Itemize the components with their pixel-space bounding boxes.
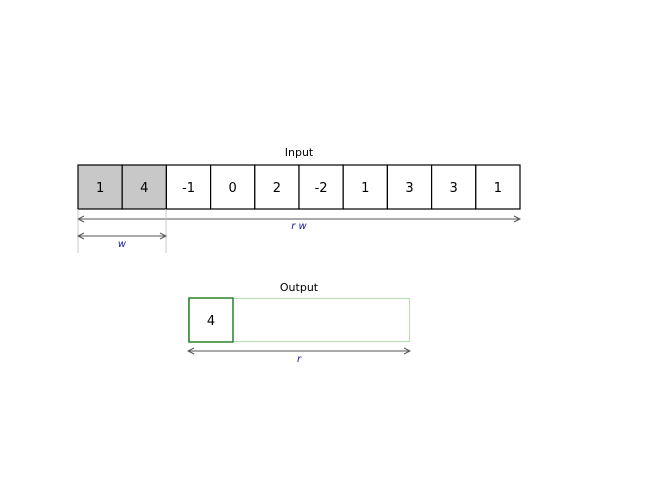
output-dimension-label: r: [297, 354, 302, 365]
window-dimension-label: w: [118, 239, 127, 250]
input-cell: 4: [121, 164, 167, 210]
input-cell-value: -1: [182, 181, 195, 196]
input-cell-value: 1: [361, 181, 369, 196]
input-cell: 1: [475, 164, 521, 210]
input-cell-value: 1: [96, 181, 104, 196]
input-cell: -2: [298, 164, 344, 210]
output-cell-value: 4: [207, 314, 215, 329]
input-array: 1 4 -1 0 2 -2 1 3 3 1: [77, 164, 521, 210]
input-cell-box: [342, 164, 389, 210]
input-cell-value: 1: [494, 181, 502, 196]
input-cell-value: 3: [405, 181, 413, 196]
input-cell: 3: [386, 164, 433, 210]
input-cell: 1: [342, 164, 389, 210]
input-cell: 0: [210, 164, 256, 210]
input-cell-box: [254, 164, 300, 210]
input-cell-box: [386, 164, 433, 210]
input-cell-box: [77, 164, 123, 210]
input-cell: 2: [254, 164, 300, 210]
input-cell-value: 4: [140, 181, 148, 196]
input-title: Input: [285, 146, 314, 159]
input-cell-value: 0: [229, 181, 237, 196]
input-cell-value: 2: [273, 181, 281, 196]
input-cell-box: [165, 164, 212, 210]
output-array: 4: [188, 297, 234, 343]
output-cell: 4: [188, 297, 234, 343]
input-cell-box: [121, 164, 167, 210]
input-cell: 1: [77, 164, 123, 210]
output-title: Output: [280, 281, 319, 294]
input-cell-value: 3: [450, 181, 458, 196]
input-cell: -1: [165, 164, 212, 210]
input-cell-box: [298, 164, 344, 210]
output-cell-box: [188, 297, 234, 343]
input-cell: 3: [431, 164, 477, 210]
input-cell-box: [475, 164, 521, 210]
input-cell-box: [431, 164, 477, 210]
total-dimension-label: r w: [291, 221, 307, 232]
input-cell-value: -2: [315, 181, 328, 196]
